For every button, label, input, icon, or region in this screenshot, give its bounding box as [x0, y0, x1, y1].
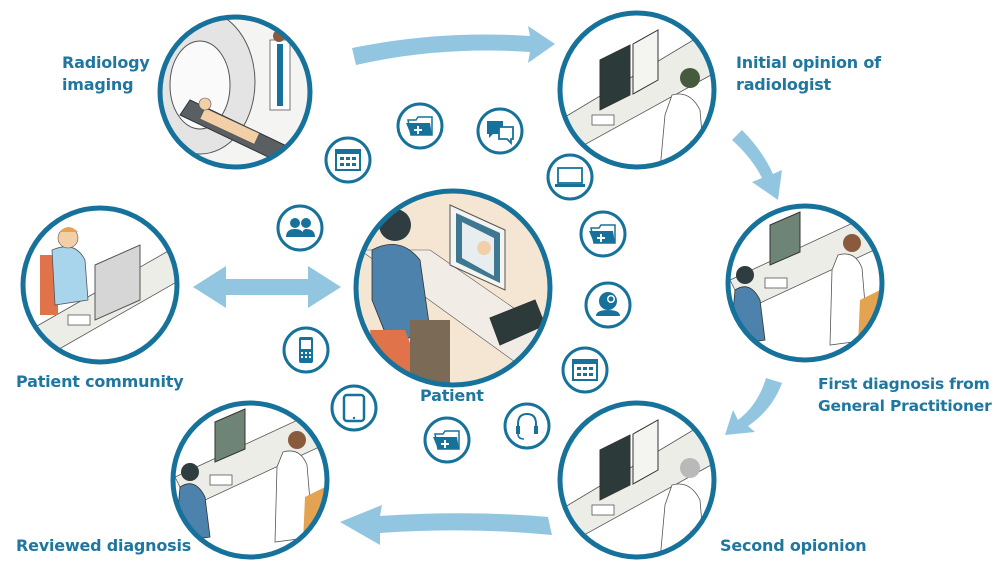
medical-folder-icon [396, 102, 444, 150]
label-line: Initial opinion of [736, 53, 881, 72]
label-second-opinion: Second opionion [720, 536, 867, 555]
node-reviewed-diagnosis [170, 400, 330, 560]
calendar-icon [324, 136, 372, 184]
label-patient: Patient [420, 386, 484, 405]
arrow-initial-to-first-diagnosis [732, 130, 782, 200]
chat-bubbles-icon [476, 107, 524, 155]
arrow-second-opinion-to-reviewed [340, 505, 552, 545]
medical-folder-icon [579, 210, 627, 258]
arrow-radiology-to-initial-opinion [352, 26, 555, 65]
node-patient-community [20, 205, 180, 365]
node-second-opinion [557, 400, 717, 560]
label-first-diagnosis: First diagnosis from General Practitione… [818, 373, 992, 417]
arrow-community-patient-bidirectional [193, 266, 341, 308]
label-line: radiologist [736, 75, 832, 94]
node-patient [353, 188, 553, 388]
webcam-icon [584, 281, 632, 329]
tablet-icon [330, 384, 378, 432]
channel-icons [276, 102, 632, 464]
label-line: imaging [62, 75, 134, 94]
node-initial-opinion [557, 10, 717, 170]
label-radiology-imaging: Radiology imaging [62, 52, 150, 96]
label-line: General Practitioner [818, 397, 992, 415]
calendar-icon [561, 346, 609, 394]
medical-folder-icon [423, 416, 471, 464]
mobile-phone-icon [282, 326, 330, 374]
node-radiology-imaging [157, 14, 313, 170]
headset-icon [503, 402, 551, 450]
label-line: First diagnosis from [818, 375, 990, 393]
arrow-first-diagnosis-to-second-opinion [725, 378, 782, 435]
people-icon [276, 204, 324, 252]
label-patient-community: Patient community [16, 372, 184, 391]
node-first-diagnosis [725, 203, 885, 363]
flow-arrows [193, 26, 782, 545]
label-line: Radiology [62, 53, 150, 72]
label-reviewed-diagnosis: Reviewed diagnosis [16, 536, 192, 555]
laptop-icon [546, 153, 594, 201]
label-initial-opinion: Initial opinion of radiologist [736, 52, 881, 96]
